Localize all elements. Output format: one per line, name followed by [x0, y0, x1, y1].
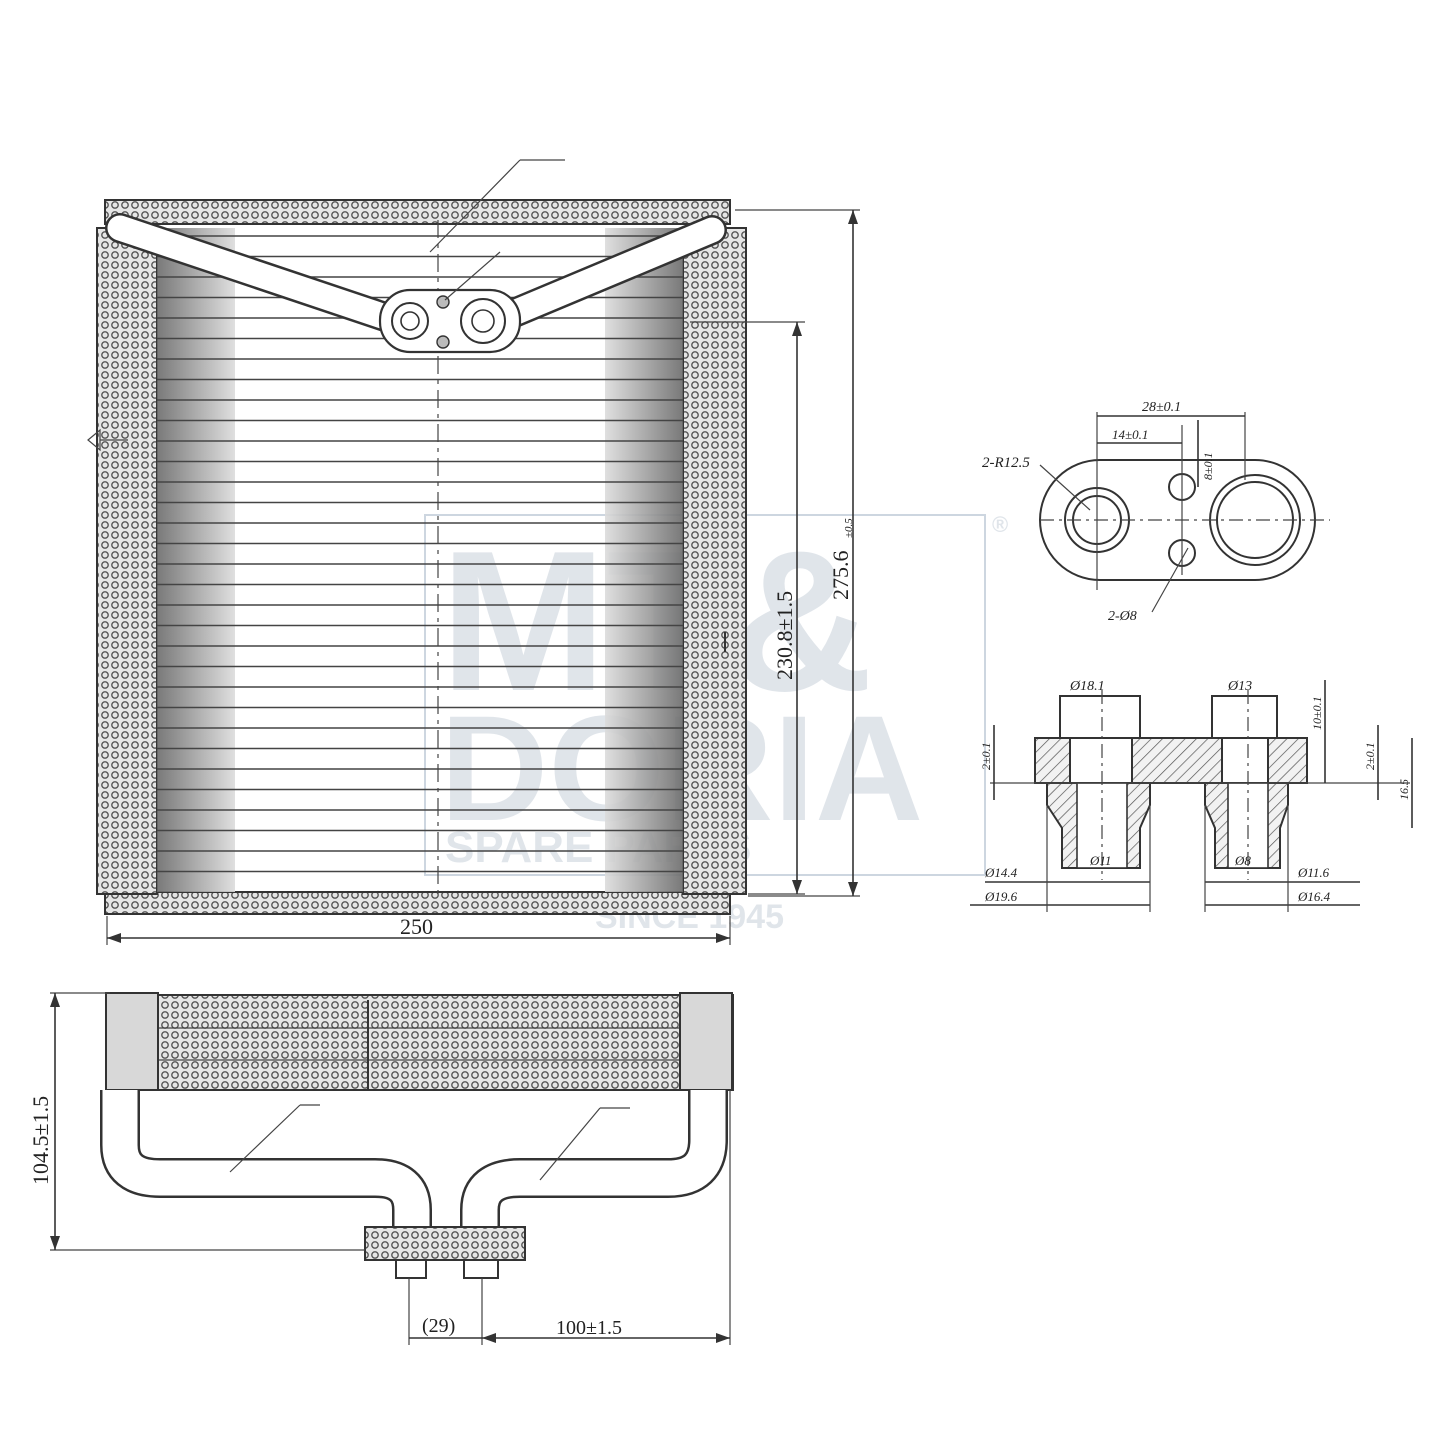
right-d1-text: Ø11.6: [1297, 865, 1330, 880]
left-fin-shade: [157, 228, 235, 892]
side-core: [107, 994, 734, 1091]
right-bore-text: Ø8: [1234, 853, 1251, 868]
left-d1-text: Ø14.4: [984, 865, 1018, 880]
right-fitting-top: [1211, 695, 1278, 739]
side-leader-2: [539, 1107, 601, 1181]
width-dim-text: 250: [400, 914, 433, 939]
right-pipe-inner: [489, 217, 725, 331]
height-text: 16.5: [1397, 779, 1411, 800]
core-height-arrow-bottom: [792, 880, 802, 894]
core-height-arrow-top: [792, 322, 802, 336]
radius-leader: [1039, 464, 1091, 511]
side-left-pipe-inner: [102, 1090, 430, 1230]
flange-detail-view: 28±0.1 14±0.1 8±0.1 2-R12.5 2-Ø8: [982, 400, 1330, 624]
right-fin-shade: [605, 228, 683, 892]
side-right-tank: [679, 992, 733, 1091]
radius-label: 2-R12.5: [982, 455, 1030, 471]
flange-port-right-inner: [471, 309, 495, 333]
left-end-tank: [96, 227, 158, 895]
outer-height-tolerance: ±0.5: [843, 518, 855, 538]
outer-height-dim-text: 275.6: [828, 551, 853, 601]
side-view: 104.5±1.5 (29) 100±1.5: [28, 992, 734, 1345]
left-step-text: 2±0.1: [979, 742, 993, 770]
offset-arrow-left: [482, 1333, 496, 1343]
left-bore-text: Ø11: [1089, 853, 1111, 868]
hole-label: 2-Ø8: [1108, 609, 1137, 624]
side-flange: [364, 1226, 526, 1261]
depth-arrow-bottom: [50, 1236, 60, 1250]
leader-line-2: [444, 251, 501, 301]
side-left-pipe-outer: [100, 1090, 432, 1230]
vert-offset-text: 8±0.1: [1201, 452, 1215, 480]
depth-dim-text: 104.5±1.5: [28, 1096, 53, 1185]
side-left-tank: [105, 992, 159, 1091]
side-leader-1: [229, 1104, 301, 1173]
left-d2-text: Ø19.6: [984, 889, 1018, 904]
core-height-dim-text: 230.8±1.5: [772, 591, 797, 680]
core-tube-lines: [157, 235, 683, 873]
fitting-section-view: Ø18.1 Ø13 Ø11 Ø8 Ø14.4 Ø19.6 Ø11.6 Ø16.4…: [970, 679, 1413, 912]
top-header-tank: [104, 199, 731, 225]
outer-height-arrow-top: [848, 210, 858, 224]
bottom-header-tank: [104, 891, 731, 915]
left-top-dia-text: Ø18.1: [1069, 679, 1105, 694]
width-arrow-left: [107, 933, 121, 943]
side-stub-right: [463, 1259, 499, 1279]
thickness-text: 10±0.1: [1310, 696, 1324, 730]
watermark-registered: ®: [992, 512, 1008, 537]
left-fitting-bore-upper: [1069, 737, 1133, 784]
side-right-pipe-outer: [460, 1090, 728, 1230]
left-sensor-marker: [87, 428, 128, 452]
pitch-inner-text: 14±0.1: [1112, 427, 1148, 442]
gap-dim-text: (29): [422, 1315, 455, 1337]
outer-height-arrow-bottom: [848, 882, 858, 896]
right-d2-text: Ø16.4: [1297, 889, 1331, 904]
side-stub-left: [395, 1259, 427, 1279]
v-pipes: [105, 159, 727, 900]
width-arrow-right: [716, 933, 730, 943]
depth-arrow-top: [50, 993, 60, 1007]
leader-line-1: [429, 159, 521, 253]
left-fitting-top: [1059, 695, 1141, 739]
hole-leader: [1151, 547, 1189, 613]
left-pipe-inner: [107, 215, 401, 331]
right-step-text: 2±0.1: [1363, 742, 1377, 770]
offset-dim-text: 100±1.5: [556, 1317, 622, 1339]
flange-port-left-inner: [400, 311, 420, 331]
pitch-outer-text: 28±0.1: [1142, 400, 1181, 415]
right-top-dia-text: Ø13: [1227, 679, 1252, 694]
right-end-tank: [682, 227, 747, 895]
front-view: 250 275.6 ±0.5 230.8±1.5: [87, 159, 860, 945]
side-right-pipe-inner: [462, 1090, 726, 1230]
flange-bolt-bottom: [436, 335, 450, 349]
offset-arrow-right: [716, 1333, 730, 1343]
right-fitting-bore-upper: [1221, 737, 1269, 784]
